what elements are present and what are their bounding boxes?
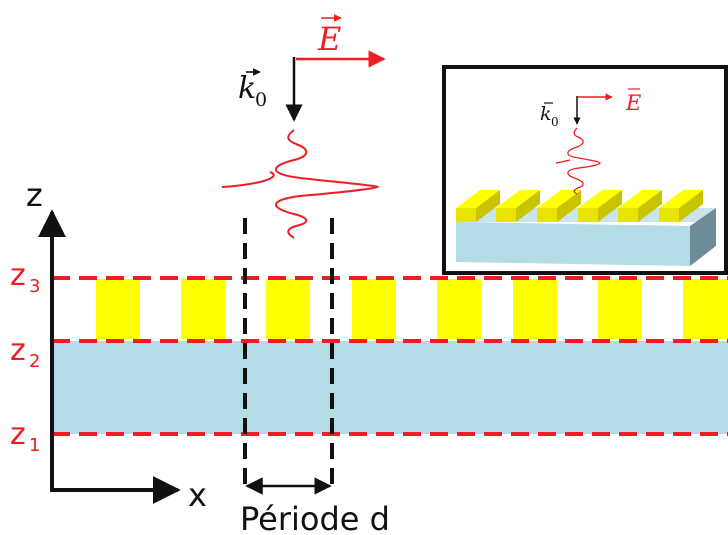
svg-text:k: k [238, 71, 256, 106]
svg-text:0: 0 [255, 89, 267, 111]
svg-text:k: k [540, 103, 552, 125]
inset-gold-ridges [456, 190, 703, 222]
x-axis-label: x [188, 476, 207, 514]
grating-bar [266, 279, 310, 339]
svg-text:3: 3 [29, 276, 40, 297]
e-field-label: E [317, 14, 342, 58]
period-label: Période d [240, 500, 390, 535]
inset-3d-view: k 0 E [442, 65, 728, 275]
z-axis-label: z [26, 176, 43, 214]
z3-label: z 3 [10, 258, 40, 297]
grating-bar [96, 279, 140, 339]
svg-text:E: E [625, 91, 641, 115]
svg-text:1: 1 [29, 435, 40, 456]
grating-bar [513, 279, 557, 339]
grating-bar [598, 279, 642, 339]
grating-bar [181, 279, 225, 339]
wave-packet-icon [221, 129, 380, 239]
inset-wave-packet-icon [555, 127, 601, 195]
k0-label: k 0 [238, 68, 267, 111]
grating-bar [683, 279, 728, 339]
z1-label: z 1 [10, 417, 40, 456]
grating-bars [96, 279, 728, 339]
svg-text:0: 0 [551, 115, 559, 129]
svg-text:z: z [10, 333, 26, 368]
inset-substrate-front [456, 222, 690, 266]
z2-label: z 2 [10, 333, 40, 372]
inset-substrate-side [690, 208, 716, 266]
inset-e-field-label: E [625, 88, 641, 115]
svg-text:z: z [10, 417, 26, 452]
grating-bar [437, 279, 481, 339]
inset-k0-label: k 0 [540, 102, 559, 129]
grating-bar [352, 279, 396, 339]
svg-text:z: z [10, 258, 26, 293]
svg-text:2: 2 [29, 351, 40, 372]
svg-text:E: E [317, 20, 341, 58]
substrate-layer [52, 341, 728, 434]
